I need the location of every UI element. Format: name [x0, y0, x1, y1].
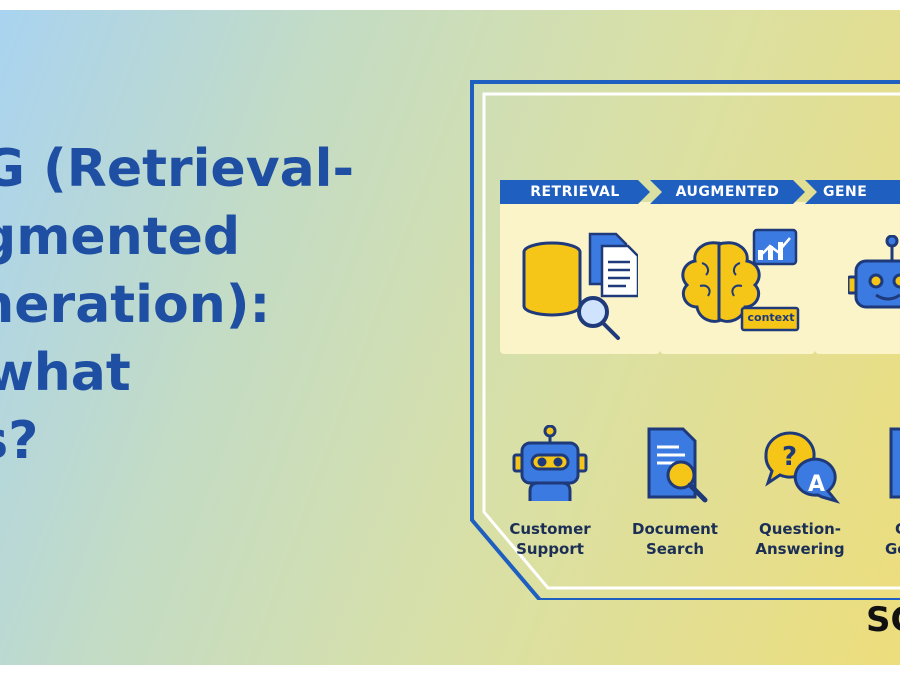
pipeline-stages: RETRIEVAL: [500, 180, 900, 365]
document-icon: [889, 427, 900, 499]
document-search-icon: [647, 427, 708, 503]
use-case-label: Document Search: [615, 519, 735, 559]
stage-label-augmented: AUGMENTED: [650, 180, 805, 204]
svg-text:A: A: [808, 472, 825, 497]
stage-label-generation: GENE: [805, 180, 900, 204]
title-line-5: es?: [0, 411, 39, 471]
banner-canvas: AG (Retrieval- ugmented eneration): r wh…: [0, 10, 900, 665]
stage-label-retrieval: RETRIEVAL: [500, 180, 650, 204]
use-case-line2: Search: [645, 540, 705, 558]
use-case-question-answering: ? A Question- Answering: [740, 425, 860, 559]
title-line-3: eneration):: [0, 275, 271, 335]
use-case-line1: C: [895, 520, 900, 538]
use-case-line2: Support: [516, 540, 584, 558]
use-case-content-generation: C Ge: [855, 425, 900, 559]
use-case-line2: Answering: [755, 540, 845, 558]
use-case-label: Question- Answering: [740, 519, 860, 559]
panel-frame: [470, 80, 900, 600]
database-search-icon: [518, 230, 640, 349]
use-case-line2: Ge: [885, 540, 900, 558]
brand-logo: SC: [866, 600, 900, 640]
robot-icon: [846, 234, 900, 329]
title-line-2: ugmented: [0, 207, 241, 267]
svg-text:?: ?: [782, 442, 797, 472]
use-cases: Customer Support Docume: [500, 424, 900, 565]
rag-panel: RETRIEVAL: [470, 80, 900, 600]
use-case-line1: Customer: [509, 520, 591, 538]
brain-chart-icon: context: [672, 228, 802, 352]
page-title: AG (Retrieval- ugmented eneration): r wh…: [0, 135, 354, 475]
use-case-label: Customer Support: [490, 519, 610, 559]
use-case-line1: Question-: [758, 520, 842, 538]
title-line-4: r what: [0, 343, 131, 403]
use-case-line1: Document: [632, 520, 718, 538]
use-case-document-search: Document Search: [615, 425, 735, 559]
question-answer-icon: ? A: [764, 431, 841, 504]
context-tag: context: [747, 311, 795, 324]
title-line-1: AG (Retrieval-: [0, 139, 355, 199]
use-case-customer-support: Customer Support: [490, 424, 610, 559]
robot-icon: [512, 424, 588, 501]
use-case-label: C Ge: [855, 519, 900, 559]
